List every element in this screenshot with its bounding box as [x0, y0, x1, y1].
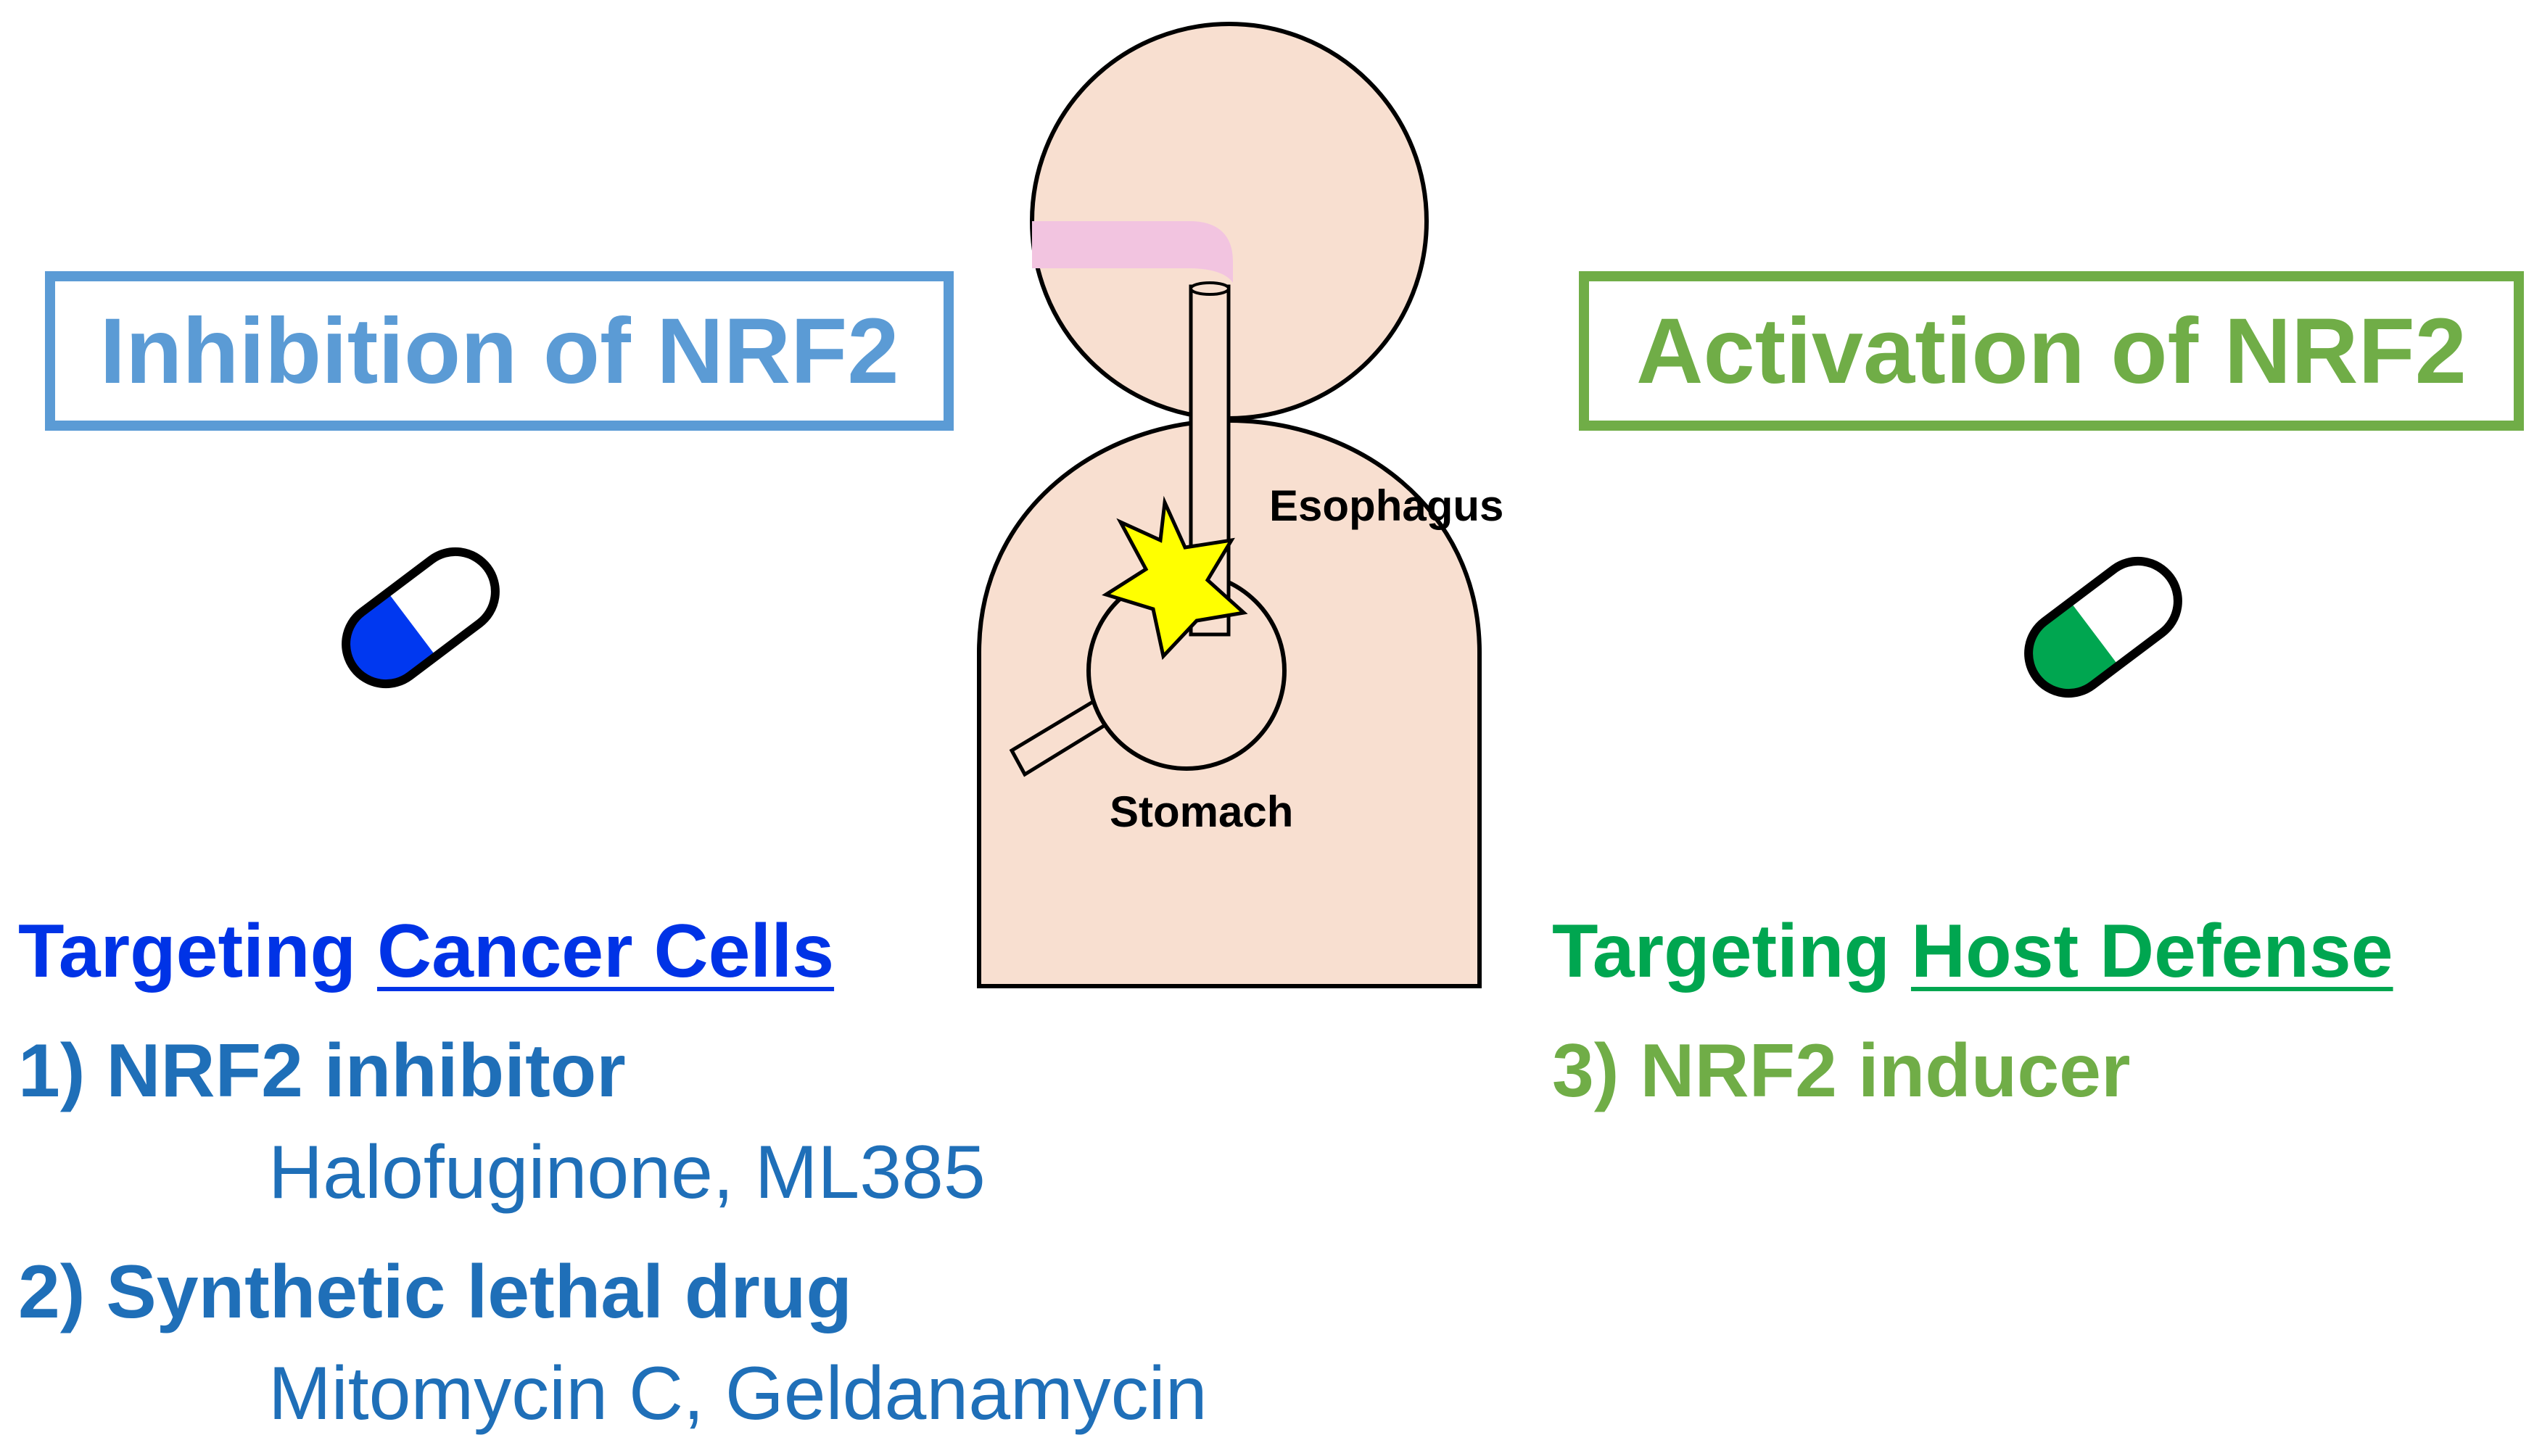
host-heading-target: Host Defense [1910, 909, 2393, 993]
green-capsule-icon [2024, 556, 2182, 698]
stomach-label: Stomach [1110, 787, 1294, 836]
tumor-star-icon [1102, 495, 1248, 661]
cancer-heading-prefix: Targeting [18, 909, 377, 993]
inhibition-label: Inhibition of NRF2 [99, 299, 899, 403]
mouth-tube [1032, 221, 1233, 283]
inhibition-box: Inhibition of NRF2 [45, 271, 954, 431]
item-2-title: 2) Synthetic lethal drug [18, 1250, 852, 1334]
item-3-title: 3) NRF2 inducer [1552, 1029, 2131, 1113]
item-1-title: 1) NRF2 inhibitor [18, 1029, 626, 1113]
host-heading-prefix: Targeting [1552, 909, 1911, 993]
esophagus-top [1189, 281, 1230, 296]
cancer-heading: Targeting Cancer Cells [18, 914, 834, 989]
host-heading: Targeting Host Defense [1552, 914, 2393, 989]
item-1-examples: Halofuginone, ML385 [268, 1130, 986, 1215]
blue-capsule-icon [342, 547, 500, 689]
item-2-examples: Mitomycin C, Geldanamycin [268, 1352, 1208, 1436]
cancer-heading-target: Cancer Cells [376, 909, 835, 993]
activation-box: Activation of NRF2 [1579, 271, 2524, 431]
esophagus-label: Esophagus [1269, 481, 1504, 530]
activation-label: Activation of NRF2 [1636, 299, 2467, 403]
